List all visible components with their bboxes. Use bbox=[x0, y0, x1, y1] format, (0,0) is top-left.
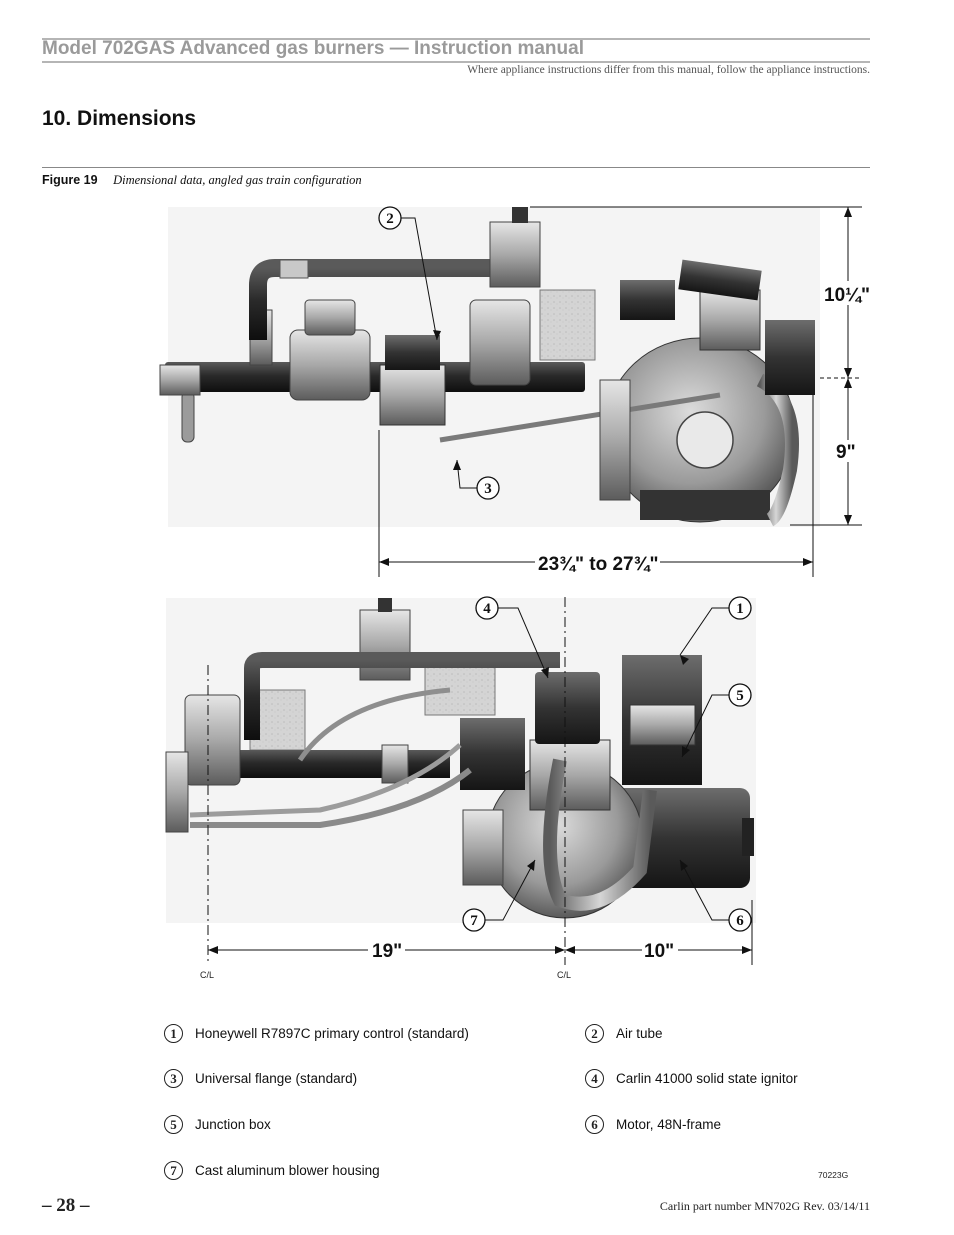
dim-bottom-left: 19" bbox=[372, 941, 402, 962]
callout-2: 2 bbox=[378, 206, 402, 230]
callout-4: 4 bbox=[475, 596, 499, 620]
svg-text:4: 4 bbox=[483, 601, 491, 617]
dim-top-height-upper: 10¼" bbox=[824, 285, 870, 306]
legend-item-7: 7 Cast aluminum blower housing bbox=[164, 1161, 380, 1180]
legend-text: Motor, 48N-frame bbox=[616, 1117, 722, 1132]
legend-item-4: 4 Carlin 41000 solid state ignitor bbox=[585, 1069, 798, 1088]
legend-item-3: 3 Universal flange (standard) bbox=[164, 1069, 357, 1088]
callout-arrowheads bbox=[433, 330, 690, 871]
callout-leaders bbox=[401, 217, 729, 921]
legend-text: Universal flange (standard) bbox=[195, 1071, 358, 1086]
legend-number: 5 bbox=[164, 1115, 183, 1134]
legend-number: 6 bbox=[585, 1115, 604, 1134]
section-rule bbox=[42, 167, 870, 168]
legend-number: 2 bbox=[585, 1024, 604, 1043]
svg-text:2: 2 bbox=[386, 211, 394, 227]
svg-text:7: 7 bbox=[470, 913, 478, 929]
figure-description: Dimensional data, angled gas train confi… bbox=[113, 173, 362, 187]
dim-bottom-right: 10" bbox=[644, 941, 674, 962]
dim-top-height-lower: 9" bbox=[836, 442, 856, 463]
part-number: Carlin part number MN702G Rev. 03/14/11 bbox=[659, 1199, 870, 1213]
legend-item-5: 5 Junction box bbox=[164, 1115, 271, 1134]
callout-3: 3 bbox=[476, 476, 500, 500]
svg-text:5: 5 bbox=[736, 688, 744, 704]
top-dimension-arrows bbox=[379, 207, 852, 566]
svg-text:6: 6 bbox=[736, 913, 744, 929]
document-title: Model 702GAS Advanced gas burners — Inst… bbox=[42, 38, 584, 59]
centerline-right-label: C/L bbox=[557, 970, 571, 980]
top-dimension-lines bbox=[378, 206, 862, 577]
legend-number: 4 bbox=[585, 1069, 604, 1088]
legend-number: 1 bbox=[164, 1024, 183, 1043]
legend-text: Cast aluminum blower housing bbox=[195, 1163, 380, 1178]
top-view-burner bbox=[159, 207, 820, 527]
legend-text: Honeywell R7897C primary control (standa… bbox=[195, 1026, 469, 1041]
figure-caption: Figure 19 Dimensional data, angled gas t… bbox=[42, 173, 362, 188]
header-rule-top bbox=[42, 38, 870, 40]
page-number: – 28 – bbox=[42, 1195, 90, 1216]
legend-number: 7 bbox=[164, 1161, 183, 1180]
callout-5: 5 bbox=[728, 683, 752, 707]
document-subtitle: Where appliance instructions differ from… bbox=[467, 64, 870, 76]
legend-text: Air tube bbox=[616, 1026, 663, 1041]
legend-item-2: 2 Air tube bbox=[585, 1024, 663, 1043]
svg-text:1: 1 bbox=[736, 601, 744, 617]
callout-1: 1 bbox=[728, 596, 752, 620]
figure-number: Figure 19 bbox=[42, 173, 98, 187]
centerline-left-label: C/L bbox=[200, 970, 214, 980]
bottom-view-burner bbox=[165, 598, 756, 923]
header-rule-bottom bbox=[42, 61, 870, 63]
callout-7: 7 bbox=[462, 908, 486, 932]
legend-item-6: 6 Motor, 48N-frame bbox=[585, 1115, 721, 1134]
bottom-dimension-lines bbox=[207, 597, 753, 965]
svg-text:3: 3 bbox=[484, 481, 492, 497]
section-title: 10. Dimensions bbox=[42, 107, 197, 130]
legend-item-1: 1 Honeywell R7897C primary control (stan… bbox=[164, 1024, 469, 1043]
legend-number: 3 bbox=[164, 1069, 183, 1088]
drawing-id: 70223G bbox=[818, 1170, 849, 1180]
callout-6: 6 bbox=[728, 908, 752, 932]
legend-text: Carlin 41000 solid state ignitor bbox=[616, 1071, 798, 1086]
legend-text: Junction box bbox=[195, 1117, 271, 1132]
bottom-dimension-arrows bbox=[208, 946, 752, 954]
dim-top-width: 23¾" to 27¾" bbox=[538, 554, 658, 575]
